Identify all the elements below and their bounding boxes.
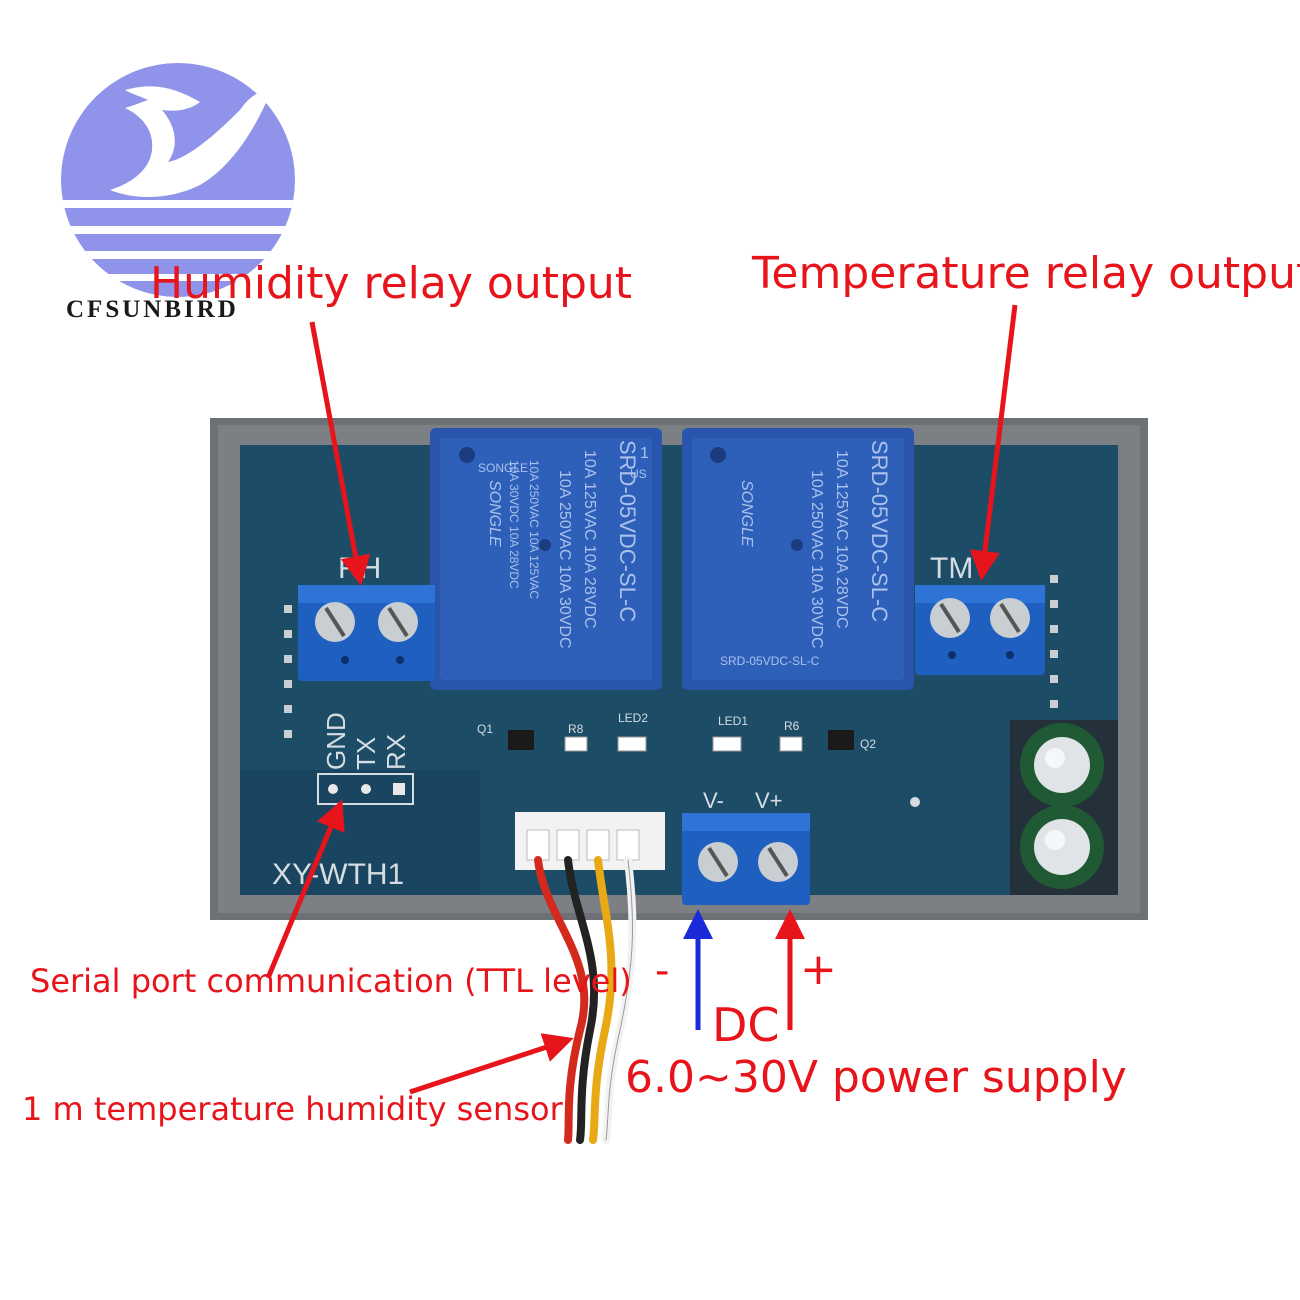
left-edge-pins bbox=[284, 605, 292, 738]
plus-sign: + bbox=[800, 944, 837, 995]
power-supply-label: 6.0~30V power supply bbox=[625, 1052, 1127, 1103]
temperature-arrow bbox=[970, 304, 1018, 581]
component-r6: R6 bbox=[784, 719, 800, 733]
power-terminal-block bbox=[682, 813, 810, 905]
relay-model-text: SRD-05VDC-SL-C bbox=[720, 654, 820, 668]
relay-1-model: SRD-05VDC-SL-C bbox=[615, 440, 640, 622]
smd-parts bbox=[508, 730, 854, 752]
capacitor-bottom bbox=[1020, 805, 1104, 889]
sensor-label: 1 m temperature humidity sensor bbox=[22, 1090, 563, 1128]
relay-2: SRD-05VDC-SL-C 10A 125VAC 10A 28VDC 10A … bbox=[682, 428, 914, 690]
cfsunbird-logo bbox=[61, 63, 295, 297]
tm-terminal-block bbox=[915, 585, 1045, 675]
pin-label-rx: RX bbox=[381, 734, 411, 770]
svg-text:SONGLE: SONGLE bbox=[738, 480, 755, 547]
sensor-arrow bbox=[409, 1033, 574, 1095]
dc-label: DC bbox=[712, 998, 780, 1052]
relay-us-mark: US bbox=[630, 467, 647, 481]
serial-arrow bbox=[265, 799, 345, 979]
humidity-relay-label: Humidity relay output bbox=[150, 258, 633, 309]
power-pin-vminus: V- bbox=[703, 788, 724, 813]
rh-terminal-block bbox=[298, 585, 435, 681]
svg-text:10A 250VAC 10A 30VDC: 10A 250VAC 10A 30VDC bbox=[556, 470, 573, 649]
relay-rating-ac: 10A 250VAC 10A 125VAC bbox=[527, 460, 541, 599]
temperature-relay-label: Temperature relay output bbox=[752, 248, 1300, 299]
component-led2: LED2 bbox=[618, 711, 648, 725]
relay-brand: SONGLE bbox=[478, 461, 528, 475]
relay-number: 1 bbox=[640, 445, 649, 462]
component-q1: Q1 bbox=[477, 722, 493, 736]
right-edge-pins bbox=[1050, 575, 1058, 708]
serial-pin-header bbox=[317, 773, 414, 805]
brand-name: CFSUNBIRD bbox=[66, 296, 239, 323]
board-model-label: XY-WTH1 bbox=[272, 858, 404, 891]
sensor-wires bbox=[534, 856, 637, 1144]
relay-2-model: SRD-05VDC-SL-C bbox=[867, 440, 892, 622]
pin-label-tx: TX bbox=[351, 737, 381, 770]
serial-port-label: Serial port communication (TTL level) bbox=[30, 962, 632, 1000]
capacitor-top bbox=[1020, 723, 1104, 807]
tm-label: TM bbox=[930, 552, 973, 585]
svg-text:SONGLE: SONGLE bbox=[486, 480, 503, 547]
component-q2: Q2 bbox=[860, 737, 876, 751]
humidity-arrow bbox=[309, 321, 371, 586]
minus-sign: - bbox=[655, 948, 670, 994]
component-led1: LED1 bbox=[718, 714, 748, 728]
svg-text:10A 250VAC 10A 30VDC: 10A 250VAC 10A 30VDC bbox=[808, 470, 825, 649]
relay-1: SRD-05VDC-SL-C 10A 125VAC 10A 28VDC 10A … bbox=[430, 428, 662, 690]
relay-rating-dc: 10A 30VDC 10A 28VDC bbox=[507, 460, 521, 589]
component-r8: R8 bbox=[568, 722, 584, 736]
svg-text:10A 125VAC 10A 28VDC: 10A 125VAC 10A 28VDC bbox=[833, 450, 850, 629]
pin-label-gnd: GND bbox=[321, 712, 351, 770]
power-pin-vplus: V+ bbox=[755, 788, 783, 813]
svg-text:10A 125VAC 10A 28VDC: 10A 125VAC 10A 28VDC bbox=[581, 450, 598, 629]
